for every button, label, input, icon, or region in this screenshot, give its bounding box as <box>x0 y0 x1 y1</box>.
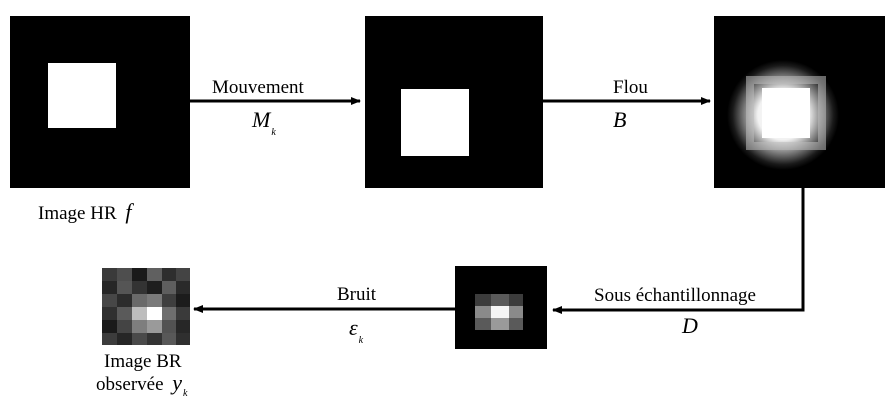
hr-image-caption: Image HR f <box>38 199 134 224</box>
lr-image-caption-line2: observée yk <box>96 370 188 399</box>
hr-image <box>10 16 190 188</box>
downsample-arrow <box>552 188 805 314</box>
observed-lr-image <box>102 268 190 345</box>
motion-symbol: Mk <box>251 107 276 138</box>
lr-image-caption-line1: Image BR <box>104 351 182 372</box>
downsampled-image <box>455 266 547 349</box>
downsample-label: Sous échantillonnage <box>594 285 756 306</box>
downsample-symbol: D <box>681 313 698 338</box>
noise-label: Bruit <box>337 284 377 305</box>
motion-label: Mouvement <box>212 77 305 98</box>
blur-label: Flou <box>613 77 648 98</box>
blurred-image <box>714 16 885 188</box>
noise-symbol: εk <box>349 315 364 346</box>
blur-symbol: B <box>613 107 626 132</box>
moved-image <box>365 16 543 188</box>
